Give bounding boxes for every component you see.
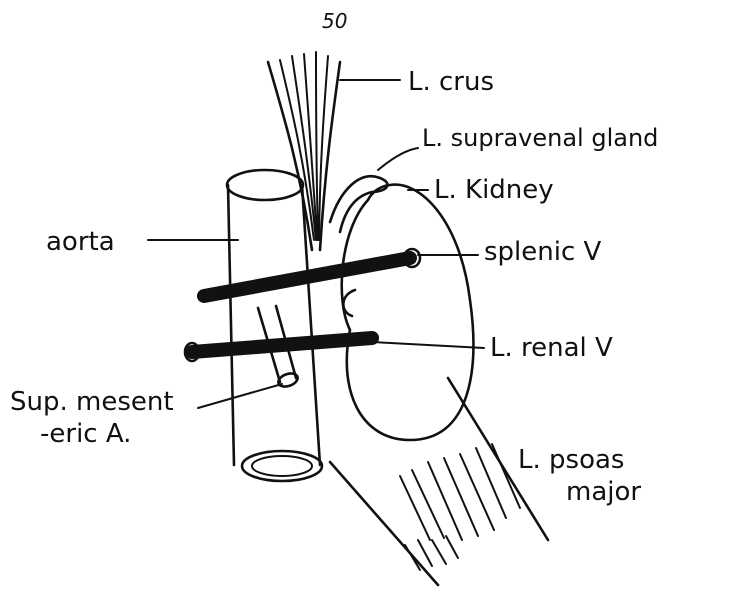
label-left-suprarenal-gland: L. supravenal gland — [422, 124, 658, 152]
label-left-crus: L. crus — [408, 67, 494, 97]
label-psoas-line2: major — [566, 477, 641, 507]
label-psoas-line1: L. psoas — [518, 445, 624, 475]
label-left-kidney: L. Kidney — [434, 175, 554, 205]
label-sup-mesenteric-line1: Sup. mesent — [10, 387, 174, 417]
left-suprarenal-gland — [330, 176, 388, 232]
label-splenic-vein: splenic V — [484, 237, 602, 267]
label-left-renal-vein: L. renal V — [490, 333, 613, 363]
left-renal-vein — [185, 338, 372, 361]
left-kidney — [342, 185, 474, 440]
left-psoas-major — [330, 378, 548, 585]
label-aorta: aorta — [46, 227, 115, 257]
page-number: 50 — [322, 9, 347, 33]
splenic-vein — [204, 249, 420, 296]
label-sup-mesenteric-line2: -eric A. — [40, 419, 131, 449]
